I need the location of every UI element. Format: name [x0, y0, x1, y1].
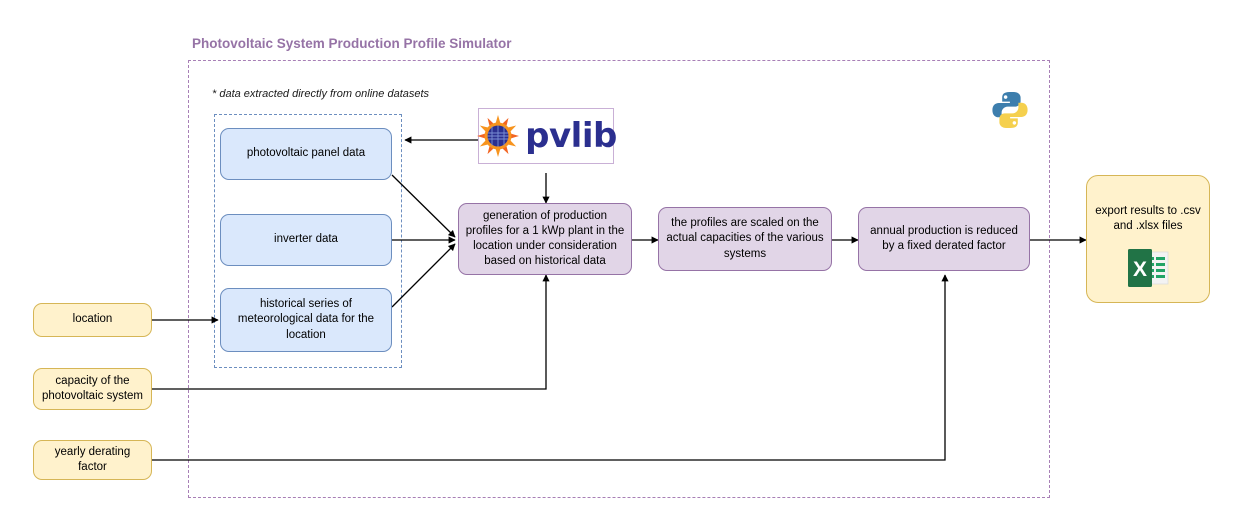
process-box-generation[interactable]: generation of production profiles for a … — [458, 203, 632, 275]
process-label-scaling: the profiles are scaled on the actual ca… — [666, 217, 824, 260]
process-box-derate[interactable]: annual production is reduced by a fixed … — [858, 207, 1030, 271]
input-box-capacity[interactable]: capacity of the photovoltaic system — [33, 368, 152, 410]
input-label-location: location — [72, 313, 113, 326]
dataset-box-panel[interactable]: photovoltaic panel data — [220, 128, 392, 180]
dataset-label-inverter: inverter data — [274, 233, 338, 246]
pvlib-logo-box[interactable]: pvlib — [475, 108, 617, 164]
process-box-scaling[interactable]: the profiles are scaled on the actual ca… — [658, 207, 832, 271]
dataset-label-meteo: historical series of meteorological data… — [237, 298, 375, 341]
dataset-box-meteo[interactable]: historical series of meteorological data… — [220, 288, 392, 352]
output-label-export: export results to .csv and .xlsx files — [1095, 205, 1201, 233]
process-label-generation: generation of production profiles for a … — [465, 209, 625, 268]
input-label-derating: yearly derating factor — [54, 445, 131, 473]
output-box-export[interactable]: export results to .csv and .xlsx files X — [1086, 175, 1210, 303]
svg-text:X: X — [1133, 258, 1147, 281]
dataset-label-panel: photovoltaic panel data — [246, 147, 366, 160]
page-title: Photovoltaic System Production Profile S… — [192, 36, 512, 51]
pvlib-sun-icon — [475, 113, 521, 159]
datasets-note: * data extracted directly from online da… — [212, 88, 430, 100]
process-label-derate: annual production is reduced by a fixed … — [870, 224, 1018, 252]
excel-icon: X — [1127, 248, 1169, 293]
python-logo-icon — [988, 88, 1032, 137]
input-box-location[interactable]: location — [33, 303, 152, 337]
dataset-box-inverter[interactable]: inverter data — [220, 214, 392, 266]
input-label-capacity: capacity of the photovoltaic system — [42, 374, 143, 402]
input-box-derating[interactable]: yearly derating factor — [33, 440, 152, 480]
pvlib-wordmark: pvlib — [525, 116, 617, 156]
